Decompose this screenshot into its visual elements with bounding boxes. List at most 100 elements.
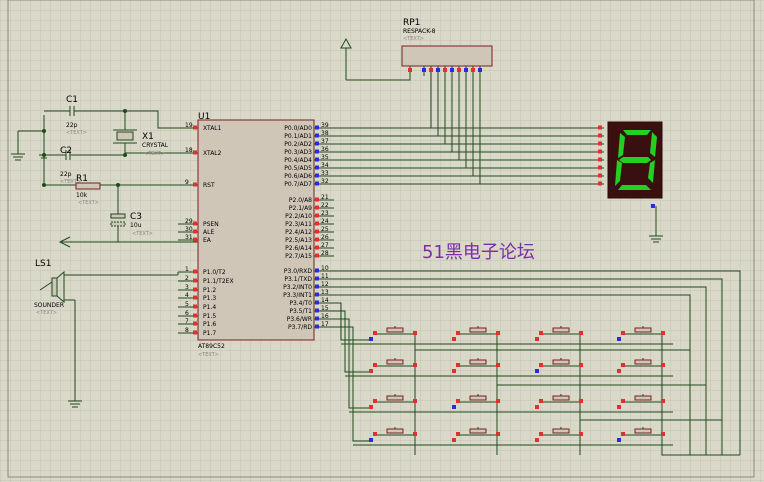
keypad-button[interactable] (535, 326, 583, 341)
rp1-pin-marker (436, 68, 440, 72)
c1-value: 22p (66, 122, 78, 129)
button-pin-marker (617, 337, 621, 341)
u1-pin-marker (315, 149, 319, 154)
u1-pin-name: XTAL2 (203, 150, 222, 157)
button-pin-marker (456, 399, 460, 403)
rp1-pin-marker (422, 68, 426, 72)
u1-pin-number: 5 (185, 301, 189, 308)
u1-pin-marker (193, 330, 197, 335)
u1-pin-name: P0.3/AD3 (284, 149, 312, 156)
ea-arrow (58, 236, 200, 248)
segment-b (650, 132, 657, 157)
c1-capacitor[interactable]: C1 22p <TEXT> (66, 95, 87, 136)
u1-pin-number: 9 (185, 179, 189, 186)
button-pin-marker (617, 369, 621, 373)
keypad-button[interactable] (452, 394, 500, 409)
keypad-button[interactable] (452, 326, 500, 341)
button-cap (634, 428, 652, 434)
segment-e (615, 160, 622, 186)
display-pin-marker (598, 149, 602, 154)
c2-capacitor[interactable]: C2 22p <TEXT> (60, 146, 81, 185)
u1-pin-number: 37 (321, 138, 329, 145)
segment-f (618, 133, 625, 158)
keypad-button[interactable] (617, 358, 665, 373)
junction-dot (42, 183, 46, 187)
r1-resistor[interactable]: R1 10k <TEXT> (75, 174, 101, 206)
button-pin-marker (496, 399, 500, 403)
display-pin-marker (598, 181, 602, 186)
button-pin-marker (661, 432, 665, 436)
keypad-button[interactable] (369, 427, 417, 442)
keypad-button[interactable] (617, 394, 665, 409)
keypad-button[interactable] (535, 427, 583, 442)
button-pin-marker (413, 363, 417, 367)
button-cap (386, 428, 404, 434)
u1-pin-name: P2.0/A8 (289, 197, 312, 204)
keypad-button[interactable] (452, 427, 500, 442)
u1-pin-marker (315, 284, 319, 289)
u1-body (197, 119, 315, 341)
u1-pin-marker (193, 269, 197, 274)
u1-pin-marker (315, 237, 319, 242)
u1-pin-marker (315, 245, 319, 250)
seven-segment-display[interactable] (598, 121, 663, 208)
rp1-pin-marker (429, 68, 433, 72)
u1-pin-name: P1.4 (203, 304, 216, 311)
power-arrow-top (340, 37, 352, 80)
button-pin-marker (496, 432, 500, 436)
sheet-border (7, 0, 755, 478)
button-pin-marker (621, 363, 625, 367)
display-pin-marker (598, 125, 602, 130)
u1-pin-marker (193, 221, 197, 226)
rp1-pin-marker (457, 68, 461, 72)
u1-pin-marker (315, 300, 319, 305)
rp1-respack[interactable]: RP1 RESPACK-8 <TEXT> (401, 18, 493, 76)
u1-pin-name: P3.3/INT1 (283, 292, 312, 299)
junction-dot (116, 183, 120, 187)
u1-pin-number: 8 (185, 327, 189, 334)
u1-pin-number: 31 (185, 234, 193, 241)
button-pin-marker (456, 331, 460, 335)
button-pin-marker (661, 399, 665, 403)
keypad-button[interactable] (617, 326, 665, 341)
keypad-button[interactable] (369, 394, 417, 409)
u1-pin-name: P2.4/A12 (285, 229, 312, 236)
c3-capacitor[interactable]: C3 10u <TEXT> (110, 212, 153, 237)
u1-pin-name: P3.7/RD (288, 324, 312, 331)
u1-pin-number: 32 (321, 178, 329, 185)
button-pin-marker (539, 399, 543, 403)
u1-pin-number: 10 (321, 265, 329, 272)
x1-part: CRYSTAL (142, 142, 169, 149)
button-cap (386, 327, 404, 333)
u1-pin-number: 34 (321, 162, 329, 169)
c1-text: <TEXT> (66, 130, 87, 136)
rp1-body (401, 45, 493, 67)
keypad-button[interactable] (369, 358, 417, 373)
keypad-button[interactable] (369, 326, 417, 341)
r1-body (75, 182, 101, 190)
c2-value: 22p (60, 171, 72, 178)
button-pin-marker (452, 337, 456, 341)
keypad-button[interactable] (535, 358, 583, 373)
u1-pin-number: 29 (185, 218, 193, 225)
u1-pin-name: P3.2/INT0 (283, 284, 312, 291)
keypad-button[interactable] (452, 358, 500, 373)
x1-body (116, 131, 134, 141)
junction-dot (42, 129, 46, 133)
p3-col-wire (334, 270, 741, 455)
u1-pin-marker (315, 133, 319, 138)
keypad-button[interactable] (535, 394, 583, 409)
c3-text: <TEXT> (132, 231, 153, 237)
u1-pin-number: 18 (185, 147, 193, 154)
u1-pin-number: 4 (185, 292, 189, 299)
display-pin-marker (598, 141, 602, 146)
button-cap (469, 395, 487, 401)
x1-crystal[interactable]: X1 CRYSTAL <TEXT> (113, 129, 169, 157)
p3-col-wire (334, 294, 691, 455)
keypad-button[interactable] (617, 427, 665, 442)
u1-pin-name: P0.7/AD7 (284, 181, 312, 188)
ls1-sounder[interactable]: LS1 SOUNDER <TEXT> (34, 259, 65, 316)
